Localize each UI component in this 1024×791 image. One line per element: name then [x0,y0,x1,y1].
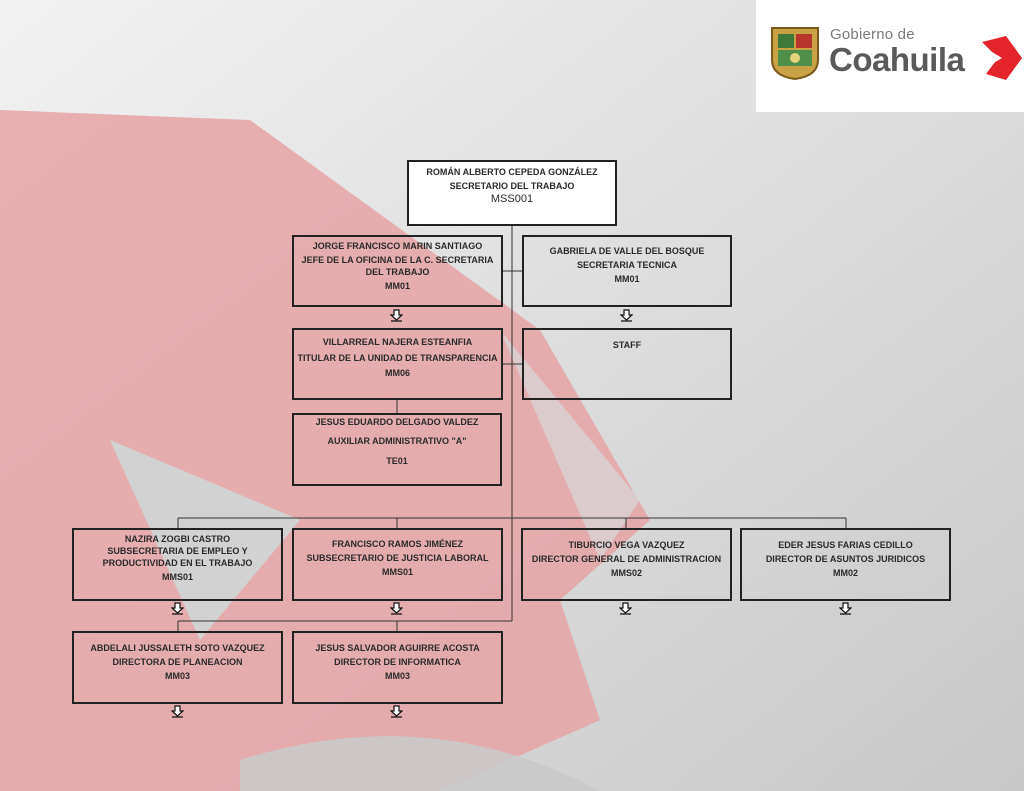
position-code: MM02 [832,568,858,578]
person-name: FRANCISCO RAMOS JIMÉNEZ [331,539,463,549]
red-arrow-mark-icon [982,36,1022,80]
org-box-planeacion[interactable]: ABDELALI JUSSALETH SOTO VAZQUEZ DIRECTOR… [72,631,283,704]
position-code: MM06 [384,368,410,378]
person-name: EDER JESUS FARIAS CEDILLO [778,540,913,550]
position-code: MM03 [384,671,410,681]
person-name: ROMÁN ALBERTO CEPEDA GONZÁLEZ [426,167,598,177]
position-code: MMS02 [610,568,642,578]
position-title: JEFE DE LA OFICINA DE LA C. SECRETARIA D… [301,255,494,277]
position-title: DIRECTOR DE INFORMATICA [334,657,461,667]
position-title: SUBSECRETARIO DE JUSTICIA LABORAL [306,553,489,563]
expand-arrow-icon[interactable] [619,602,632,615]
expand-arrow-icon[interactable] [620,309,633,322]
expand-arrow-icon[interactable] [171,705,184,718]
position-title: DIRECTOR DE ASUNTOS JURIDICOS [765,554,926,564]
position-code: MM03 [164,671,190,681]
org-box-administracion[interactable]: TIBURCIO VEGA VAZQUEZ DIRECTOR GENERAL D… [521,528,732,601]
position-title: SECRETARIO DEL TRABAJO [449,181,575,191]
org-box-juridicos[interactable]: EDER JESUS FARIAS CEDILLO DIRECTOR DE AS… [740,528,951,601]
person-name: NAZIRA ZOGBI CASTRO [124,534,231,544]
person-name: TIBURCIO VEGA VAZQUEZ [568,540,685,550]
person-name: ABDELALI JUSSALETH SOTO VAZQUEZ [90,643,265,653]
expand-arrow-icon[interactable] [171,602,184,615]
org-box-secretario[interactable]: ROMÁN ALBERTO CEPEDA GONZÁLEZ SECRETARIO… [407,160,617,226]
position-title: SECRETARIA TECNICA [576,260,677,270]
coat-of-arms-icon [771,27,819,80]
position-title: TITULAR DE LA UNIDAD DE TRANSPARENCIA [297,353,498,363]
org-box-empleo[interactable]: NAZIRA ZOGBI CASTRO SUBSECRETARIA DE EMP… [72,528,283,601]
org-box-staff[interactable]: STAFF [522,328,732,400]
org-box-auxiliar[interactable]: JESUS EDUARDO DELGADO VALDEZ AUXILIAR AD… [292,413,502,486]
staff-label: STAFF [612,340,642,350]
org-box-informatica[interactable]: JESUS SALVADOR AGUIRRE ACOSTA DIRECTOR D… [292,631,503,704]
expand-arrow-icon[interactable] [390,309,403,322]
position-code: TE01 [386,456,408,466]
person-name: JORGE FRANCISCO MARIN SANTIAGO [312,241,483,251]
logo-text-gobierno: Gobierno de [830,26,915,43]
person-name: JESUS SALVADOR AGUIRRE ACOSTA [315,643,480,653]
logo-text-coahuila: Coahuila [829,41,965,78]
position-code: MM01 [384,281,410,291]
person-name: JESUS EDUARDO DELGADO VALDEZ [315,417,479,427]
position-code: MM01 [614,274,640,284]
expand-arrow-icon[interactable] [390,602,403,615]
person-name: GABRIELA DE VALLE DEL BOSQUE [549,246,705,256]
position-title: DIRECTORA DE PLANEACION [112,657,243,667]
org-box-secretaria-tecnica[interactable]: GABRIELA DE VALLE DEL BOSQUE SECRETARIA … [522,235,732,307]
org-box-jefe-oficina[interactable]: JORGE FRANCISCO MARIN SANTIAGO JEFE DE L… [292,235,503,307]
position-title: AUXILIAR ADMINISTRATIVO "A" [327,436,467,446]
expand-arrow-icon[interactable] [390,705,403,718]
expand-arrow-icon[interactable] [839,602,852,615]
org-box-transparencia[interactable]: VILLARREAL NAJERA ESTEANFIA TITULAR DE L… [292,328,503,400]
position-code: MMS01 [381,567,413,577]
position-title: SUBSECRETARIA DE EMPLEO Y PRODUCTIVIDAD … [102,546,253,568]
position-title: DIRECTOR GENERAL DE ADMINISTRACION [531,554,722,564]
position-code: MSS001 [490,193,534,205]
person-name: VILLARREAL NAJERA ESTEANFIA [322,337,473,347]
org-box-justicia[interactable]: FRANCISCO RAMOS JIMÉNEZ SUBSECRETARIO DE… [292,528,503,601]
position-code: MMS01 [161,572,193,582]
